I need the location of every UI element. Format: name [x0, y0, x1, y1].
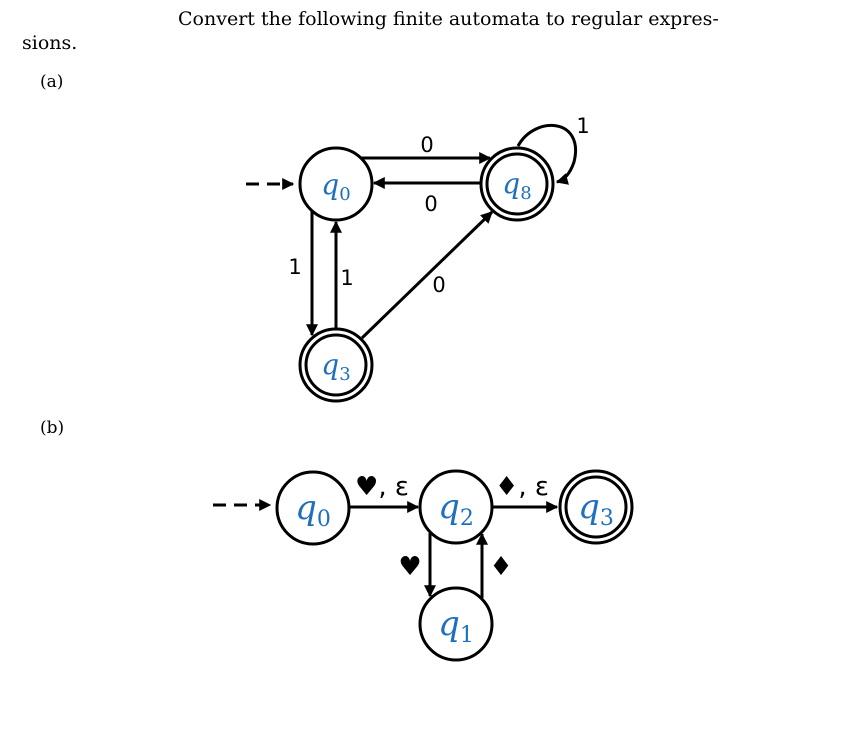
a-state-q0-name: q — [321, 168, 339, 201]
b-state-q0: q0 — [275, 470, 351, 546]
a-edge-q8-q0-label: 0 — [424, 192, 437, 216]
a-state-q0-sub: 0 — [339, 184, 350, 205]
question-text-line2: sions. — [22, 32, 78, 54]
b-state-q3-sub: 3 — [600, 506, 614, 531]
b-state-q3-name: q — [578, 487, 600, 527]
b-state-q1-sub: 1 — [460, 623, 474, 648]
b-edge-q2-q1-label: ♥ — [398, 552, 421, 582]
a-edge-q3-q8-label: 0 — [432, 273, 445, 297]
b-edge-q1-q2-label: ♦ — [489, 552, 512, 582]
part-a-label: (a) — [40, 72, 64, 92]
svg-text:q1: q1 — [438, 604, 474, 648]
a-edge-q0-q8-label: 0 — [420, 133, 433, 157]
svg-text:q2: q2 — [438, 487, 474, 531]
a-edge-q0-q3-label: 1 — [288, 255, 301, 279]
svg-text:q8: q8 — [502, 167, 531, 204]
svg-text:q3: q3 — [578, 487, 614, 531]
b-state-q3: q3 — [558, 469, 634, 545]
b-edge-q0-q2-label: ♥, ε — [355, 472, 409, 502]
svg-text:q0: q0 — [295, 488, 331, 532]
automaton-a: 0 0 1 1 1 0 q0 q8 q3 — [246, 114, 590, 403]
b-state-q0-sub: 0 — [317, 507, 331, 532]
a-edge-q3-q8 — [360, 210, 494, 340]
svg-text:q0: q0 — [321, 168, 350, 205]
a-state-q3: q3 — [298, 327, 374, 403]
b-state-q1: q1 — [418, 586, 494, 662]
b-edge-q2-q3-label: ♦, ε — [495, 472, 549, 502]
automaton-b: ♥, ε ♦, ε ♥ ♦ q0 q2 q3 q1 — [213, 469, 634, 662]
a-edge-q3-q0-label: 1 — [340, 266, 353, 290]
a-state-q3-name: q — [321, 348, 339, 381]
svg-text:q3: q3 — [321, 348, 350, 385]
b-state-q1-name: q — [438, 604, 460, 644]
a-state-q8: q8 — [479, 146, 555, 222]
part-b-label: (b) — [40, 418, 65, 438]
b-state-q2: q2 — [418, 469, 494, 545]
b-state-q0-name: q — [295, 488, 317, 528]
a-edge-q8-loop-label: 1 — [576, 114, 589, 138]
a-state-q8-sub: 8 — [520, 183, 531, 204]
b-state-q2-sub: 2 — [460, 506, 474, 531]
a-state-q0: q0 — [298, 146, 374, 222]
b-state-q2-name: q — [438, 487, 460, 527]
a-state-q3-sub: 3 — [339, 364, 350, 385]
question-text-line1: Convert the following finite automata to… — [178, 8, 719, 30]
a-edge-q8-loop — [516, 123, 578, 185]
a-state-q8-name: q — [502, 167, 520, 200]
